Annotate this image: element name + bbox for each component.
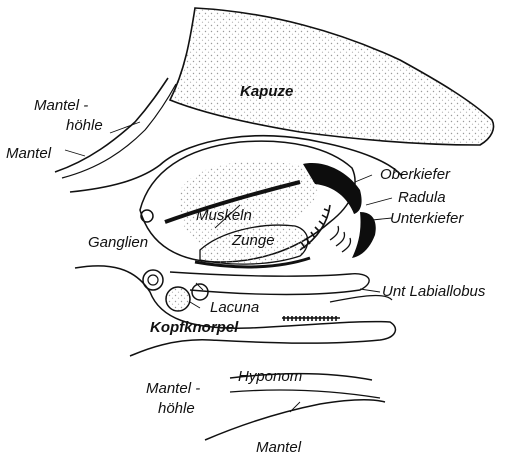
label-lacuna: Lacuna [210, 300, 259, 316]
kopfknorpel-shape [166, 287, 190, 311]
label-kapuze: Kapuze [240, 84, 293, 100]
unterkiefer-jaw [352, 212, 376, 258]
label-muskeln: Muskeln [196, 208, 252, 224]
label-mantelhoehle-top-2: höhle [66, 118, 103, 134]
label-radula: Radula [398, 190, 446, 206]
label-mantelhoehle-bottom-1: Mantel - [146, 381, 200, 397]
hatched-band [282, 316, 340, 321]
label-oberkiefer: Oberkiefer [380, 167, 450, 183]
mantel-lower-outline [205, 400, 385, 440]
label-zunge: Zunge [232, 233, 275, 249]
label-ganglien: Ganglien [88, 235, 148, 251]
label-mantel-top: Mantel [6, 146, 51, 162]
radula-small-curls [330, 226, 351, 252]
label-kopfknorpel: Kopfknorpel [150, 320, 238, 336]
label-unterkiefer: Unterkiefer [390, 211, 463, 227]
ganglion-lower-inner [148, 275, 158, 285]
label-mantelhoehle-top-1: Mantel - [34, 98, 88, 114]
label-mantel-bottom: Mantel [256, 440, 301, 456]
unt-labiallobus-outline [170, 272, 369, 295]
hyponom-lower [230, 390, 380, 398]
label-unt-labiallobus: Unt Labiallobus [382, 284, 485, 300]
label-hyponom: Hyponom [238, 369, 302, 385]
label-mantelhoehle-bottom-2: höhle [158, 401, 195, 417]
kapuze-shape [170, 8, 494, 145]
ganglion-upper [141, 210, 153, 222]
